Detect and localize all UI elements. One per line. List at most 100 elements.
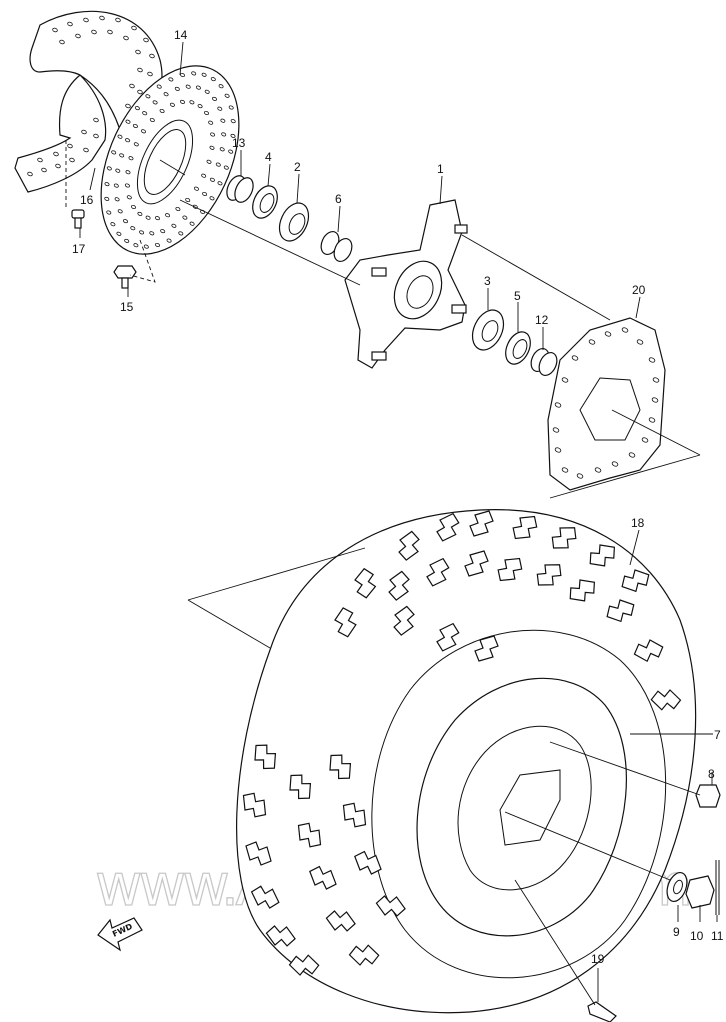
callout-2: 2: [294, 160, 301, 174]
perforation-hole: [67, 143, 73, 149]
callout-15: 15: [120, 300, 134, 314]
perforation-hole: [141, 129, 146, 134]
perforation-hole: [133, 243, 139, 248]
callout-3: 3: [484, 274, 491, 288]
bolt-15-part: [113, 265, 137, 289]
callout-19: 19: [591, 952, 605, 966]
callout-7: 7: [714, 728, 721, 742]
callout-12: 12: [535, 313, 549, 327]
tread-block: [551, 527, 577, 549]
bolt-17-part: [71, 209, 85, 229]
perforation-hole: [159, 108, 165, 114]
perforation-hole: [99, 15, 105, 21]
callout-1: 1: [437, 162, 444, 176]
perforation-hole: [106, 210, 112, 215]
washer-9-part: [666, 871, 688, 903]
spacer-6-part: [320, 231, 353, 262]
perforation-hole: [128, 156, 134, 161]
tread-block: [354, 567, 377, 599]
perforation-hole: [180, 99, 185, 104]
perforation-hole: [115, 168, 121, 173]
perforation-hole: [168, 77, 174, 82]
tread-block: [242, 792, 267, 818]
brake-disc-part: [100, 65, 240, 255]
tread-block: [288, 954, 320, 976]
tread-block: [497, 557, 523, 582]
callout-labels: 1 2 3 4 5 6 7 8 9 10 11 12 13 14 15 16 1…: [72, 28, 724, 966]
perforation-hole: [52, 27, 58, 33]
perforation-hole: [143, 244, 149, 249]
perforation-hole: [81, 129, 87, 135]
perforation-hole: [149, 117, 155, 123]
perforation-hole: [648, 357, 656, 363]
perforation-hole: [126, 195, 132, 200]
callout-14: 14: [174, 28, 188, 42]
perforation-hole: [131, 204, 136, 210]
wheel-hub-part: [344, 199, 468, 369]
perforation-hole: [132, 123, 138, 129]
tread-block: [512, 515, 538, 540]
perforation-hole: [110, 222, 116, 227]
perforation-hole: [648, 417, 656, 423]
tread-block: [474, 635, 499, 662]
perforation-hole: [209, 145, 215, 150]
perforation-hole: [139, 230, 145, 235]
perforation-hole: [224, 93, 230, 98]
callout-16: 16: [80, 193, 94, 207]
perforation-hole: [195, 85, 201, 90]
perforation-hole: [217, 106, 223, 111]
tread-block: [375, 895, 406, 917]
perforation-hole: [155, 216, 160, 221]
perforation-hole: [191, 71, 197, 76]
callout-10: 10: [690, 929, 704, 943]
perforation-hole: [628, 452, 636, 458]
tread-block: [388, 570, 410, 601]
cotter-pin-11-part: [715, 860, 720, 915]
perforation-hole: [209, 196, 215, 201]
tread-block: [621, 569, 650, 593]
valve-19-part: [587, 1001, 617, 1022]
perforation-hole: [114, 197, 120, 202]
perforation-hole: [137, 67, 143, 73]
perforation-hole: [230, 119, 236, 124]
perforation-hole: [652, 377, 660, 383]
perforation-hole: [217, 181, 223, 186]
tread-block: [325, 910, 356, 932]
perforation-hole: [93, 133, 99, 139]
callout-5: 5: [514, 289, 521, 303]
leader-lines: [65, 41, 718, 1006]
perforation-hole: [576, 473, 584, 479]
perforation-hole: [125, 103, 131, 109]
perforation-hole: [189, 100, 195, 105]
perforation-hole: [143, 37, 149, 43]
perforation-hole: [123, 35, 129, 41]
perforation-hole: [182, 215, 188, 220]
spacer-13-part: [226, 175, 254, 203]
callout-6: 6: [335, 192, 342, 206]
perforation-hole: [75, 33, 81, 39]
perforation-hole: [561, 467, 569, 473]
perforation-hole: [53, 151, 59, 157]
perforation-hole: [59, 39, 65, 45]
perforation-hole: [552, 427, 560, 433]
perforation-hole: [111, 150, 117, 155]
tread-block: [436, 512, 460, 542]
perforation-hole: [156, 84, 162, 89]
disc-guard-part: [14, 10, 163, 193]
perforation-hole: [210, 77, 216, 82]
perforation-hole: [113, 183, 119, 188]
perforation-hole: [155, 242, 160, 248]
perforation-hole: [163, 92, 169, 97]
tread-block: [354, 850, 382, 875]
perforation-hole: [218, 84, 224, 89]
tread-block: [398, 530, 420, 561]
perforation-hole: [104, 182, 110, 187]
perforation-hole: [201, 173, 207, 178]
perforation-hole: [221, 132, 227, 137]
perforation-hole: [125, 138, 131, 143]
perforation-hole: [137, 211, 143, 216]
tread-block: [245, 841, 272, 866]
tread-block: [536, 564, 562, 586]
perforation-hole: [129, 83, 135, 89]
